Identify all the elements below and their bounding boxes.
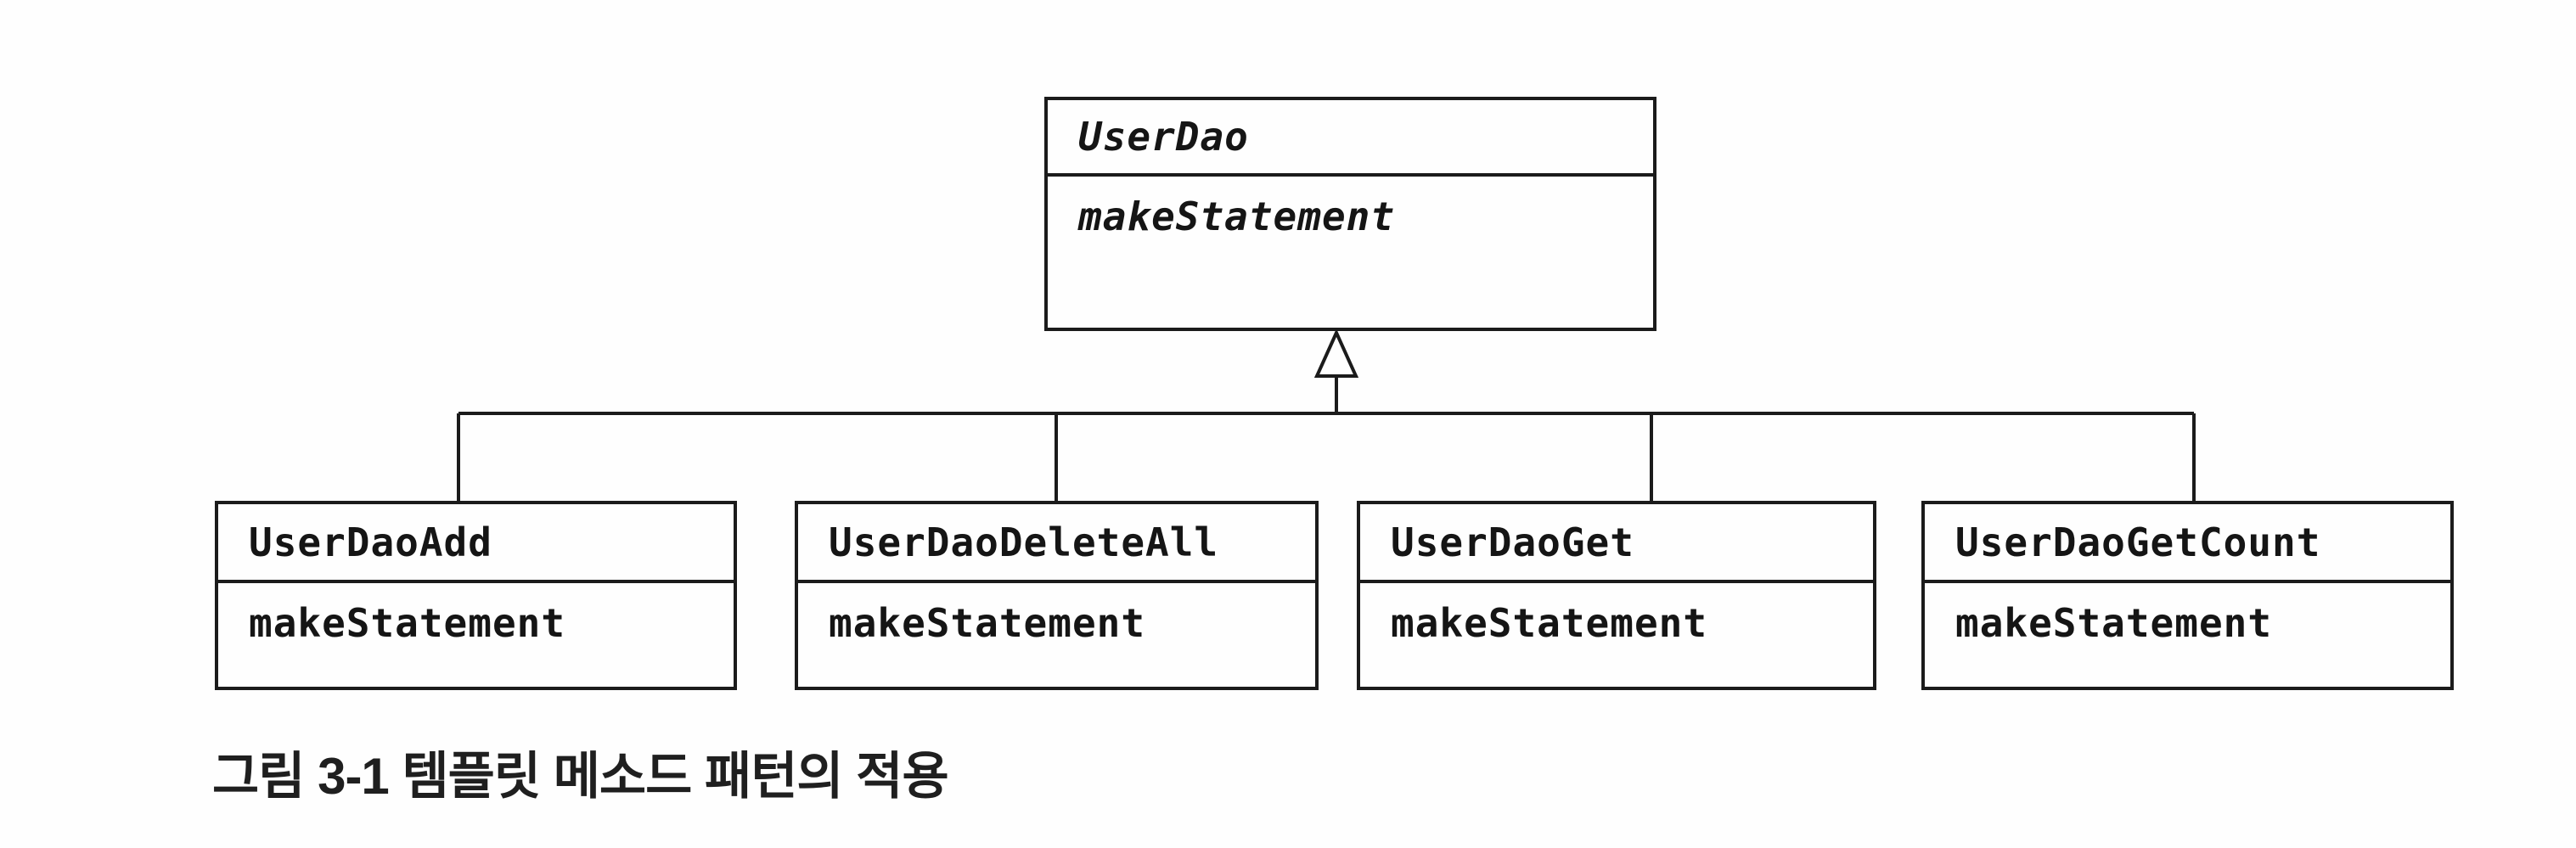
inheritance-triangle-icon [1313, 329, 1359, 378]
class-box-userdaodeleteall: UserDaoDeleteAll makeStatement [795, 501, 1319, 690]
class-name-label: UserDao [1048, 100, 1653, 177]
class-box-userdaogetcount: UserDaoGetCount makeStatement [1921, 501, 2454, 690]
class-name-label: UserDaoGetCount [1925, 504, 2450, 583]
class-box-userdaoadd: UserDaoAdd makeStatement [215, 501, 737, 690]
class-name-label: UserDaoDeleteAll [798, 504, 1315, 583]
class-name-label: UserDaoGet [1360, 504, 1873, 583]
method-label: makeStatement [1078, 194, 1396, 239]
class-name-label: UserDaoAdd [218, 504, 734, 583]
class-box-userdao: UserDao makeStatement [1044, 97, 1656, 331]
method-label: makeStatement [829, 600, 1146, 646]
method-label: makeStatement [1955, 600, 2273, 646]
figure-caption: 그림 3-1 템플릿 메소드 패턴의 적용 [212, 748, 949, 805]
method-label: makeStatement [1391, 600, 1708, 646]
method-label: makeStatement [249, 600, 566, 646]
class-box-userdaoget: UserDaoGet makeStatement [1357, 501, 1876, 690]
